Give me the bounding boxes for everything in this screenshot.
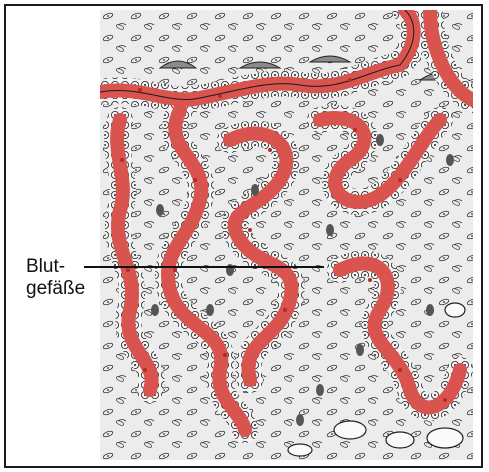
blood-vessels-label: Blut- gefäße bbox=[26, 256, 85, 300]
tissue-illustration bbox=[100, 10, 473, 460]
label-line-1: Blut- bbox=[26, 256, 85, 278]
label-line-2: gefäße bbox=[26, 278, 85, 300]
leader-line bbox=[84, 266, 324, 268]
